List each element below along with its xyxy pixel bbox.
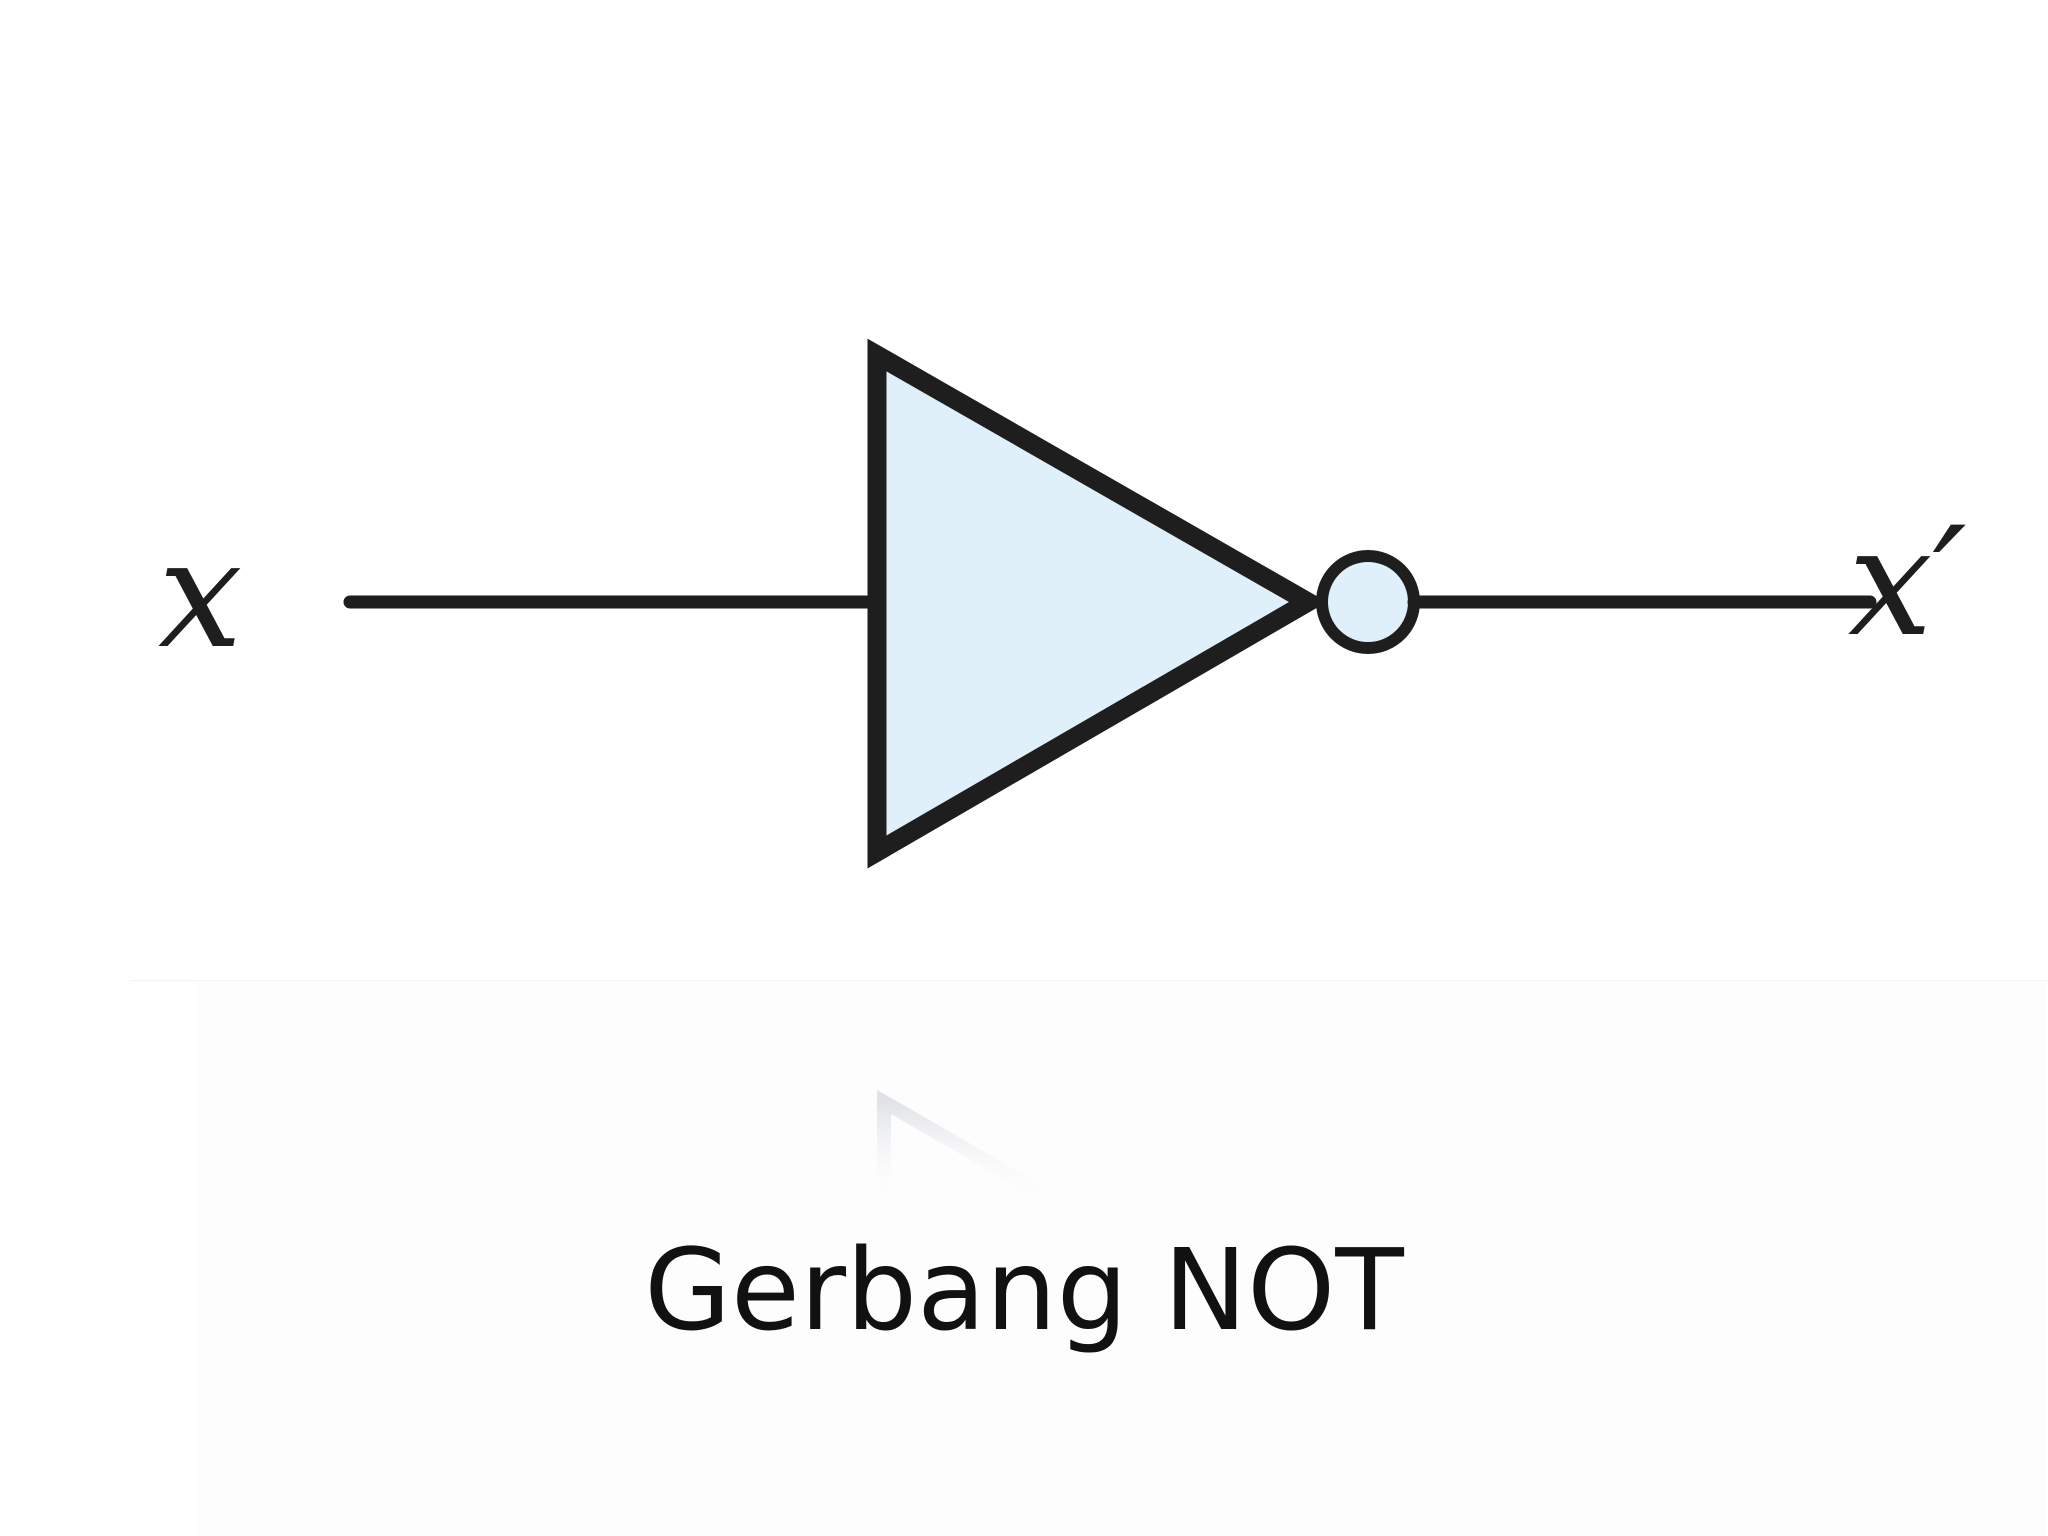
output-label: x′ (1848, 496, 1967, 670)
not-gate-triangle (867, 338, 1328, 869)
reflection-horizon-line (130, 980, 2048, 981)
diagram-caption: Gerbang NOT (644, 1226, 1404, 1356)
reflection-area (196, 980, 2046, 1536)
inversion-bubble (1316, 550, 1420, 654)
gate-reflection (877, 1089, 1044, 1205)
input-label: x (158, 508, 243, 682)
